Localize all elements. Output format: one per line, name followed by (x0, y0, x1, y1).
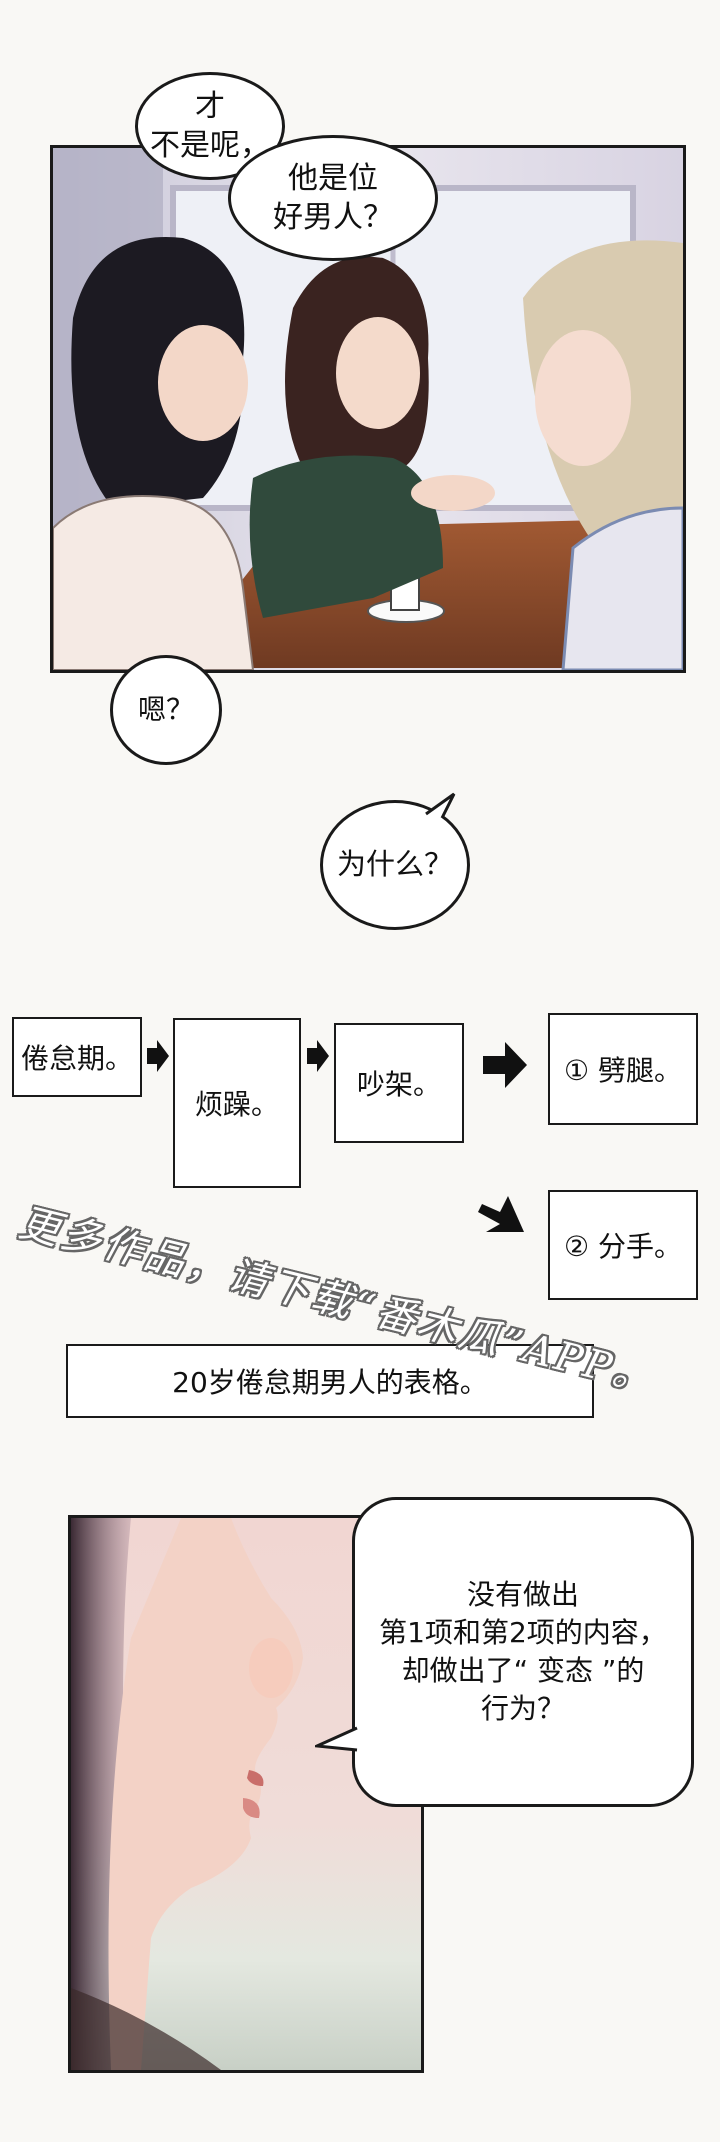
flow-step-label: 吵架。 (356, 1068, 441, 1101)
cafe-scene-illustration (53, 148, 683, 670)
flow-step-burnout: 倦怠期。 (12, 1017, 142, 1097)
flow-step-irritated: 烦躁。 (173, 1018, 301, 1188)
speech-line-2: 不是呢， (150, 128, 270, 163)
flow-step-quarrel: 吵架。 (334, 1023, 464, 1143)
arrow-down-right-icon (478, 1196, 524, 1232)
flow-step-label: 倦怠期。 (20, 1042, 133, 1075)
flow-outcome-breakup: ② 分手。 (548, 1190, 698, 1300)
speech-line-1: 才 (195, 89, 225, 124)
speech-line-3: 却做出了“ 变态 ”的 (401, 1654, 645, 1687)
flow-outcome-cheating: ① 劈腿。 (548, 1013, 698, 1125)
arrow-right-icon (147, 1040, 169, 1072)
bubble-tail (425, 792, 456, 819)
speech-line-2: 第1项和第2项的内容， (379, 1616, 667, 1650)
speech-text: 为什么？ (336, 847, 453, 882)
speech-line-4: 行为？ (480, 1691, 565, 1725)
panel-cafe-scene (50, 145, 686, 673)
speech-bubble-why: 为什么？ (320, 800, 470, 930)
speech-bubble-huh: 嗯？ (110, 655, 222, 765)
bubble-tail (315, 1726, 358, 1752)
arrow-right-icon (307, 1040, 329, 1072)
flow-outcome-label: ① 劈腿。 (563, 1054, 682, 1087)
flow-step-label: 烦躁。 (194, 1088, 279, 1121)
flow-outcome-label: ② 分手。 (563, 1230, 682, 1263)
arrow-right-icon (483, 1042, 527, 1088)
caption-text: 20岁倦怠期男人的表格。 (172, 1366, 488, 1399)
speech-bubble-good-man: 他是位 好男人？ (228, 135, 438, 261)
speech-line-2: 好男人？ (273, 200, 393, 235)
speech-line-1: 他是位 (288, 161, 378, 196)
speech-line-1: 没有做出 (466, 1578, 579, 1612)
speech-text: 嗯？ (137, 692, 194, 726)
speech-bubble-pervert: 没有做出 第1项和第2项的内容， 却做出了“ 变态 ”的 行为？ (352, 1497, 694, 1807)
caption-box: 20岁倦怠期男人的表格。 (66, 1344, 594, 1418)
